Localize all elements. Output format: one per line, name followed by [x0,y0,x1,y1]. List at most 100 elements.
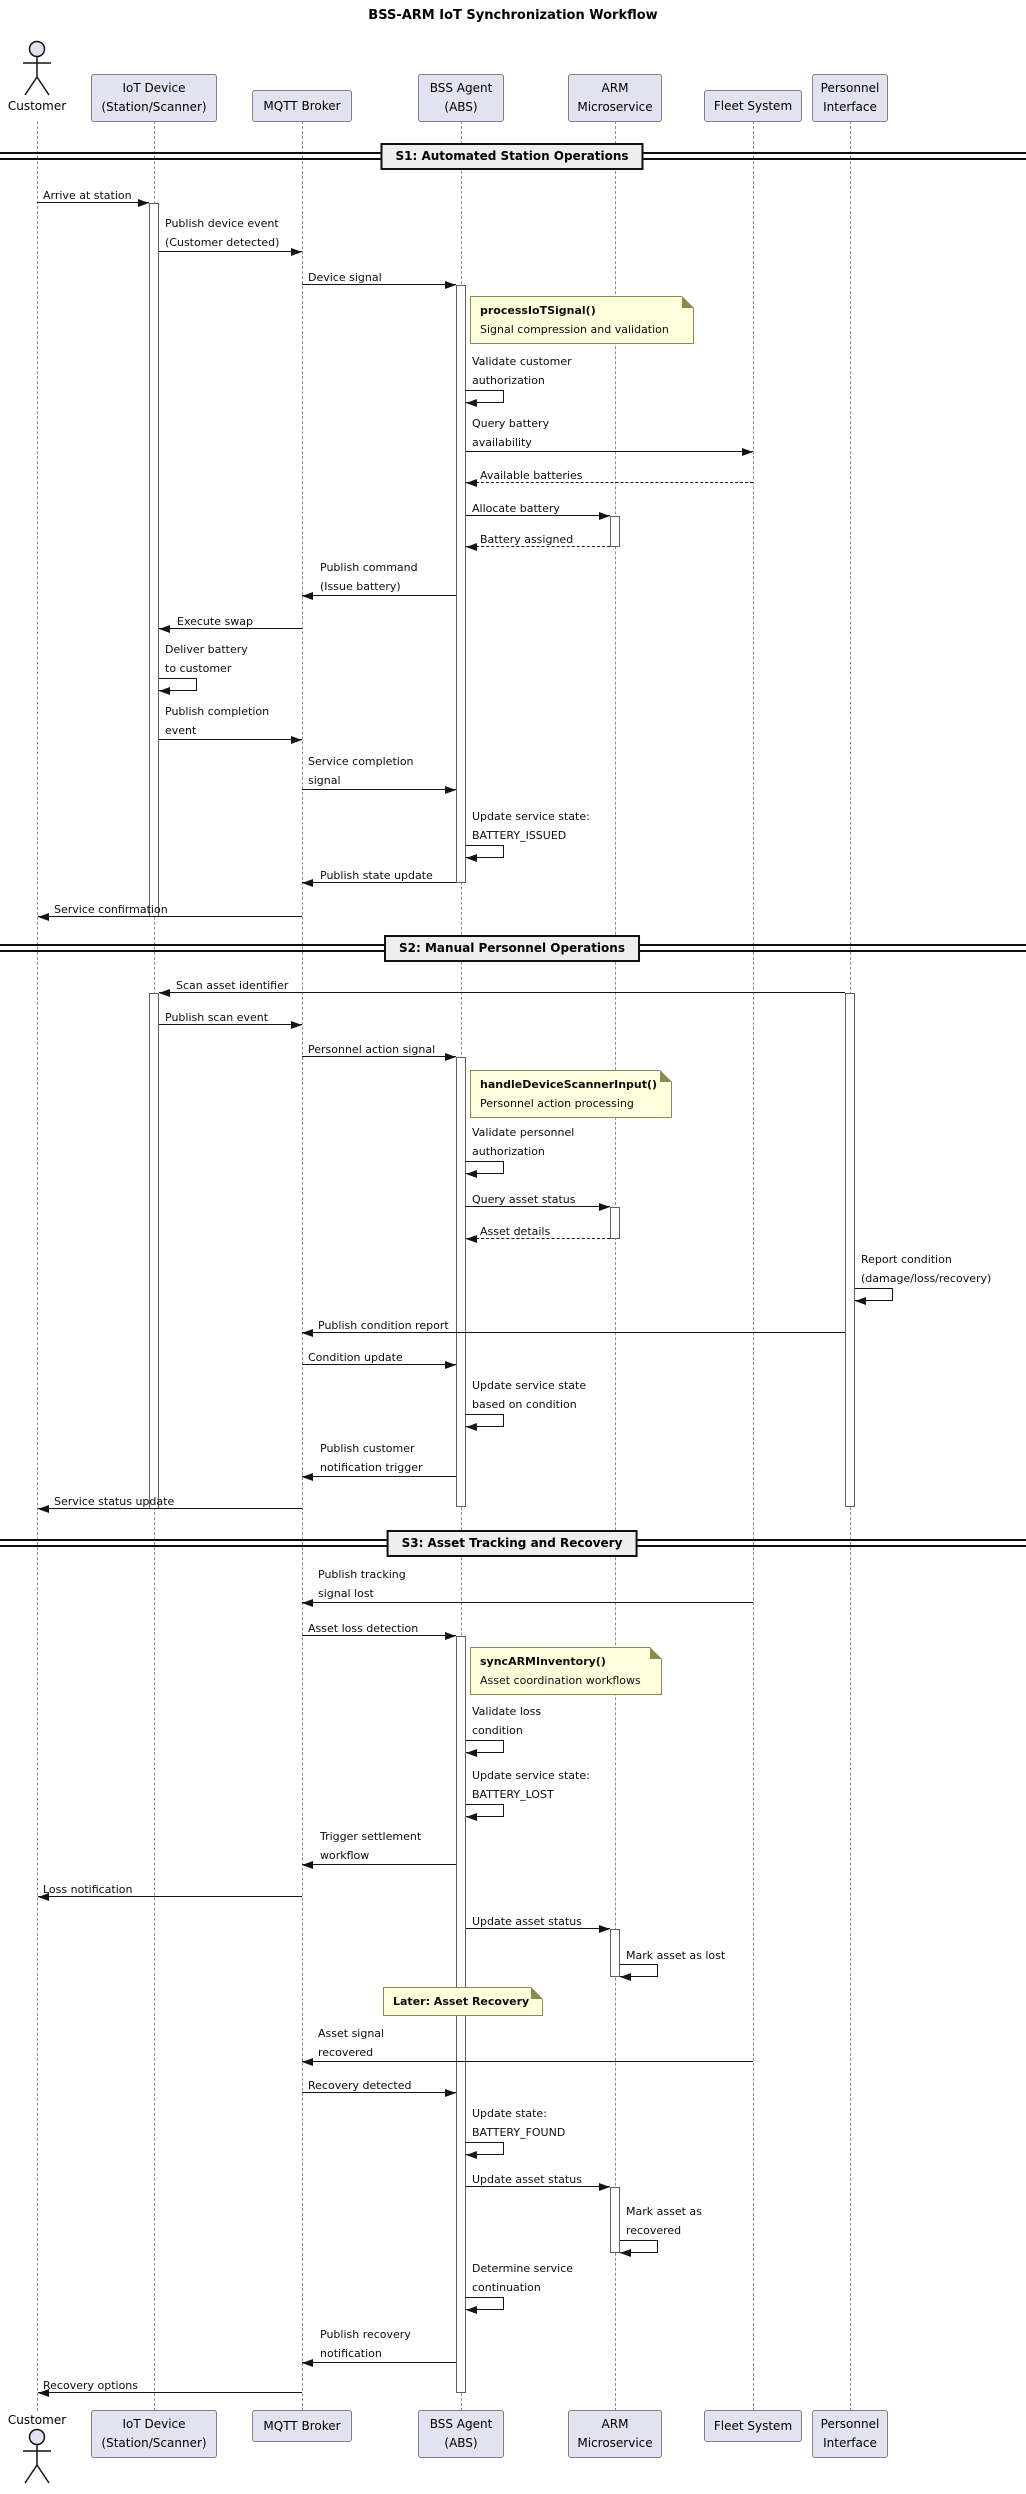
note: Later: Asset Recovery [383,1987,543,2016]
activation-bar [845,993,855,1507]
message-line [159,628,302,629]
participant-box-bss: BSS Agent (ABS) [418,74,504,122]
arrowhead [466,542,477,551]
divider-label: S3: Asset Tracking and Recovery [386,1530,638,1557]
lifeline-arm [614,121,616,2411]
arrowhead [855,1296,866,1305]
message-line [302,1056,456,1057]
arrowhead [466,1234,477,1243]
note-title: handleDeviceScannerInput() [480,1078,658,1091]
arrowhead [302,878,313,887]
participant-box-fleet: Fleet System [704,2410,802,2442]
message-line [159,739,302,740]
message-line [466,546,610,547]
participant-box-personnel: Personnel Interface [812,2410,888,2458]
participant-box-iot: IoT Device (Station/Scanner) [91,74,217,122]
activation-bar [149,203,159,917]
arrowhead [466,1422,477,1431]
divider-label: S2: Manual Personnel Operations [384,935,640,962]
message-line [302,284,456,285]
arrowhead [445,1052,456,1061]
message-line [302,789,456,790]
participant-actor-customer: Customer [0,40,75,114]
self-message-label: Determine service continuation [472,2262,574,2294]
message-line [302,595,456,596]
message-line [38,916,302,917]
message-line [159,251,302,252]
message-label: Loss notification [43,1883,133,1896]
arrowhead [291,247,302,256]
message-line [302,882,456,883]
participant-box-fleet: Fleet System [704,90,802,122]
arrowhead [138,198,149,207]
arrowhead [38,2388,49,2397]
participant-box-mqtt: MQTT Broker [252,90,352,122]
message-line [302,1864,456,1865]
self-message-label: Report condition (damage/loss/recovery) [861,1253,992,1285]
message-line [38,1896,302,1897]
message-label: Asset signal recovered [318,2027,385,2059]
arrowhead [38,1892,49,1901]
message-line [159,992,845,993]
message-line [38,1508,302,1509]
self-message-label: Update service state based on condition [472,1379,587,1411]
message-label: Publish condition report [318,1319,449,1332]
arrowhead [599,1924,610,1933]
message-label: Publish state update [320,869,433,882]
note-title: Later: Asset Recovery [393,1995,530,2008]
note-body: Personnel action processing [480,1097,634,1110]
activation-bar [456,1057,466,1507]
message-line [466,482,753,483]
message-label: Device signal [308,271,382,284]
arrowhead [291,1020,302,1029]
message-label: Arrive at station [43,189,132,202]
arrowhead [159,686,170,695]
arrowhead [599,511,610,520]
arrowhead [466,853,477,862]
participant-box-mqtt: MQTT Broker [252,2410,352,2442]
arrowhead [466,1169,477,1178]
message-line [466,1206,610,1207]
activation-bar [610,516,620,547]
self-message-line [466,2142,504,2155]
self-message-label: Validate loss condition [472,1705,542,1737]
message-line [466,515,610,516]
note-body: Asset coordination workflows [480,1674,641,1687]
message-label: Query battery availability [472,417,550,449]
message-label: Service completion signal [308,755,414,787]
note: processIoTSignal()Signal compression and… [470,296,694,344]
participant-box-arm: ARM Microservice [568,74,662,122]
arrowhead [466,2305,477,2314]
activation-bar [610,2187,620,2253]
arrowhead [159,624,170,633]
note-title: syncARMInventory() [480,1655,606,1668]
self-message-line [466,2297,504,2310]
message-line [466,2186,610,2187]
message-line [302,2092,456,2093]
self-message-line [466,1804,504,1817]
message-label: Asset details [480,1225,551,1238]
message-line [466,1928,610,1929]
message-line [37,202,149,203]
activation-bar [610,1929,620,1977]
message-line [38,2392,302,2393]
arrowhead [302,2358,313,2367]
self-message-label: Update service state: BATTERY_LOST [472,1769,590,1801]
note: syncARMInventory() Asset coordination wor… [470,1647,662,1695]
arrowhead [302,1598,313,1607]
message-line [159,1024,302,1025]
lifeline-mqtt [301,121,303,2411]
participant-box-iot: IoT Device (Station/Scanner) [91,2410,217,2458]
message-label: Available batteries [480,469,583,482]
arrowhead [599,1202,610,1211]
message-label: Update asset status [472,2173,582,2186]
self-message-label: Deliver battery to customer [165,643,248,675]
arrowhead [466,1812,477,1821]
self-message-label: Update state: BATTERY_FOUND [472,2107,566,2139]
message-label: Publish customer notification trigger [320,1442,423,1474]
activation-bar [610,1207,620,1239]
message-label: Condition update [308,1351,403,1364]
message-label: Service confirmation [54,903,168,916]
message-label: Publish completion event [165,705,270,737]
diagram-title: BSS-ARM IoT Synchronization Workflow [368,8,658,23]
